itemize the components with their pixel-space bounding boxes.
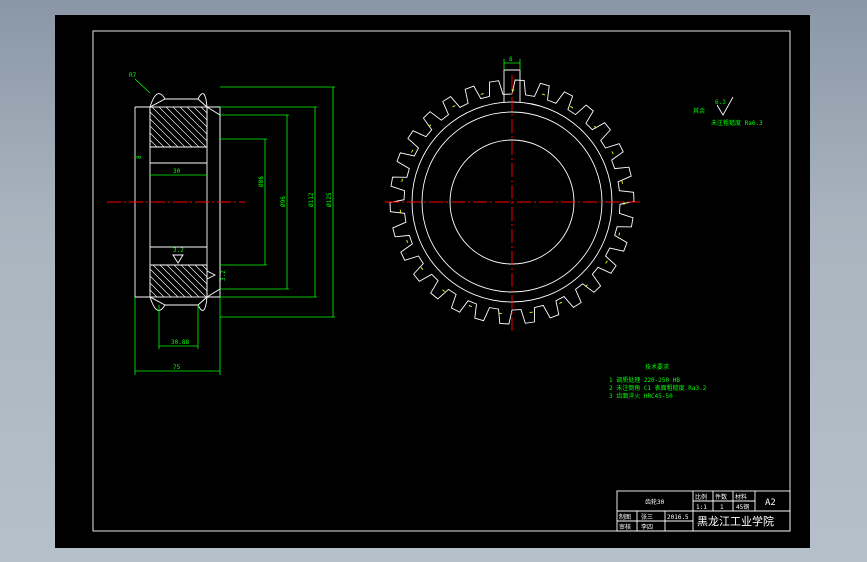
hatch-line xyxy=(149,289,158,298)
notes-line-2: 2 未注倒角 C1 表面粗糙度 Ra3.2 xyxy=(609,384,707,392)
school-name: 黑龙江工业学院 xyxy=(697,514,774,528)
dim-dia-3: Ø112 xyxy=(308,192,315,207)
drawing-sheet: R7 Ø86 Ø96 Ø112 Ø125 30 30.88 75 3.2 3. xyxy=(55,15,810,548)
part-name: 齿轮30 xyxy=(645,498,665,506)
keyway-dim: 8 xyxy=(509,56,513,63)
hatch-line xyxy=(149,282,165,298)
hatch-line xyxy=(151,106,193,148)
designer-name: 张三 xyxy=(641,513,653,521)
header-qty: 件数 xyxy=(715,493,727,501)
chamfer-label: R7 xyxy=(129,72,137,79)
hatch-line xyxy=(165,106,207,148)
dim-hub-width: 30.88 xyxy=(171,339,189,346)
hatch-line xyxy=(166,264,200,298)
drawing-frame xyxy=(92,30,791,532)
roughness-bore: 3.2 xyxy=(173,247,184,254)
hatch-line xyxy=(173,264,207,298)
keyway xyxy=(503,69,521,102)
roughness-note: 其余 6.3 未注粗糙度 Ra6.3 xyxy=(693,96,763,127)
dim-dia-4: Ø125 xyxy=(326,192,333,207)
hatch-line xyxy=(172,106,208,142)
sheet-size: A2 xyxy=(765,498,776,508)
value-material: 45钢 xyxy=(736,503,749,511)
notes-line-3: 3 齿面淬火 HRC45-50 xyxy=(609,392,673,400)
dim-total-width: 75 xyxy=(173,364,181,371)
hatch-line xyxy=(159,264,193,298)
hatch-line xyxy=(149,111,186,148)
hatch-line xyxy=(149,275,172,298)
hatch-line xyxy=(149,268,179,298)
hatch-line xyxy=(200,106,208,114)
dim-bore-width: 30 xyxy=(173,168,181,175)
keyway-label: 8 xyxy=(136,155,143,159)
hatch-line xyxy=(194,264,208,278)
hatch-line xyxy=(186,106,208,128)
hatch-line xyxy=(149,139,158,148)
dim-dia-2: Ø96 xyxy=(280,196,287,207)
section-view xyxy=(134,93,221,311)
cad-drawing: R7 Ø86 Ø96 Ø112 Ø125 30 30.88 75 3.2 3. xyxy=(92,30,791,532)
hatch-line xyxy=(193,106,208,121)
roughness-value: 6.3 xyxy=(715,99,726,106)
hatch-top xyxy=(149,106,208,148)
notes-heading: 技术要求 xyxy=(645,363,669,371)
title-block: 齿轮30 比例 件数 材料 1:1 1 45钢 A2 制图 张三 2016.5 … xyxy=(616,490,791,532)
hatch-line xyxy=(201,264,208,271)
hatch-line xyxy=(149,132,165,148)
hatch-line xyxy=(179,106,208,135)
hatch-line xyxy=(187,264,208,285)
section-dimensions: R7 Ø86 Ø96 Ø112 Ø125 30 30.88 75 3.2 3. xyxy=(129,72,335,375)
roughness-label: 其余 xyxy=(693,107,705,115)
hatch-line xyxy=(152,264,186,298)
roughness-text: 未注粗糙度 Ra6.3 xyxy=(711,119,763,127)
header-scale: 比例 xyxy=(695,493,707,501)
notes-line-1: 1 调质处理 220-250 HB xyxy=(609,376,680,384)
gear-teeth-outline xyxy=(389,79,635,325)
date: 2016.5 xyxy=(667,514,689,521)
designer-label: 制图 xyxy=(619,513,631,521)
hatch-bot xyxy=(149,264,208,298)
hatch-line xyxy=(158,106,200,148)
technical-notes: 技术要求 1 调质处理 220-250 HB 2 未注倒角 C1 表面粗糙度 R… xyxy=(609,363,707,400)
checker-label: 审核 xyxy=(619,523,631,531)
dim-dia-1: Ø86 xyxy=(258,176,265,187)
hatch-line xyxy=(180,264,208,292)
value-qty: 1 xyxy=(720,504,724,511)
hatch-line xyxy=(149,118,179,148)
hatch-line xyxy=(149,125,172,148)
value-scale: 1:1 xyxy=(696,504,707,511)
roughness-face: 3.2 xyxy=(220,270,227,281)
header-material: 材料 xyxy=(735,493,747,501)
checker-name: 李四 xyxy=(641,523,653,531)
